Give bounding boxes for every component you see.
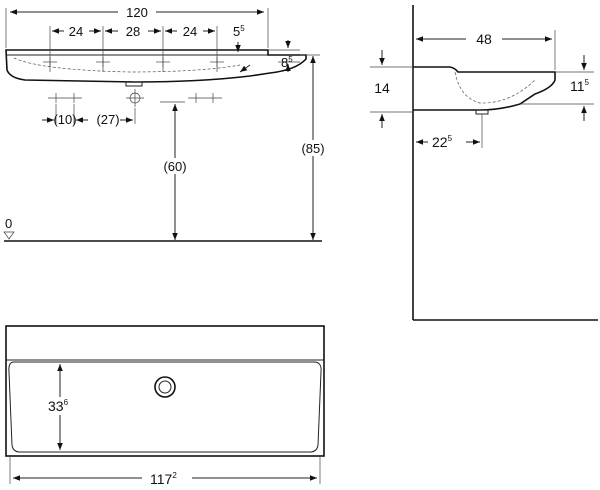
bowl-depth-label: 336 <box>48 398 69 414</box>
overall-width-label: 120 <box>126 5 148 20</box>
valve-markers <box>48 89 222 107</box>
drain-height-label: (60) <box>163 159 186 174</box>
drain-offset-label: 225 <box>432 134 453 150</box>
overflow-hole <box>154 376 176 398</box>
total-height-label: 14 <box>374 80 390 96</box>
tap-spacing-1-label: 24 <box>69 24 83 39</box>
top-view: 336 1172 <box>5 325 325 487</box>
tap-spacing-2-label: 28 <box>126 24 140 39</box>
depth-label: 48 <box>476 31 492 47</box>
floor-level-marker <box>3 231 15 240</box>
bowl-width-label: 1172 <box>150 471 177 487</box>
drain-spacing-2-label: (27) <box>96 112 119 127</box>
basin-bowl-hidden-line <box>13 57 241 73</box>
front-view: 120 24 28 24 55 85 <box>3 5 329 242</box>
rim-offset-label: 55 <box>233 24 245 39</box>
basin-top-bowl <box>8 361 322 453</box>
drain-spacing-1-label: (10) <box>53 112 76 127</box>
tap-spacing-3-label: 24 <box>183 24 197 39</box>
side-view: 48 14 115 225 <box>370 5 598 321</box>
drain-outlet <box>125 81 143 87</box>
rim-floor-height-label: (85) <box>301 141 324 156</box>
basin-front-outline <box>5 49 307 83</box>
floor-level-label: 0 <box>5 216 12 231</box>
rim-height-label: 85 <box>281 55 293 70</box>
basin-side-bowl-hidden-line <box>454 71 536 104</box>
basin-side-outline <box>413 66 556 111</box>
basin-top-outline <box>5 325 325 457</box>
bowl-height-label: 115 <box>570 78 590 94</box>
tap-hole-markers <box>43 57 224 67</box>
